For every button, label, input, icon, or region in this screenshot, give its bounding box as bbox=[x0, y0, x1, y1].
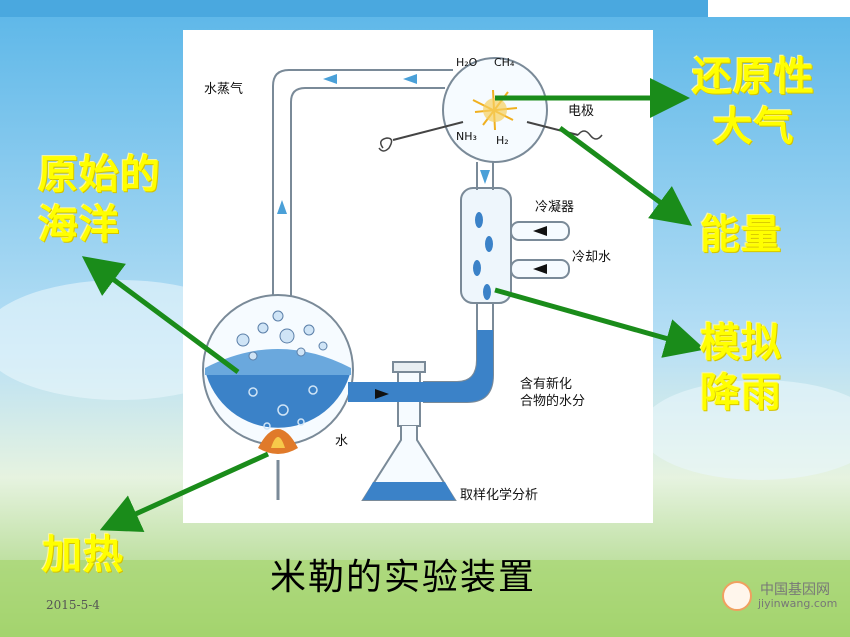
watermark: 中国基因网 jiyinwang.com bbox=[722, 579, 842, 613]
electrode-label: 电极 bbox=[568, 104, 595, 119]
watermark-url: jiyinwang.com bbox=[758, 597, 838, 610]
cooling-water-label: 冷却水 bbox=[572, 250, 612, 265]
label-rain: 模拟 降雨 bbox=[700, 320, 782, 416]
compound-water-label: 含有新化 合物的水分 bbox=[520, 377, 586, 409]
label-energy: 能量 bbox=[700, 212, 782, 258]
gas-nh3: NH₃ bbox=[456, 130, 477, 143]
dna-logo-icon bbox=[722, 581, 752, 611]
water-label: 水 bbox=[335, 434, 349, 449]
sampling-label: 取样化学分析 bbox=[460, 488, 539, 503]
condenser-label: 冷凝器 bbox=[535, 200, 575, 215]
page-title: 米勒的实验装置 bbox=[270, 557, 537, 598]
label-heat: 加热 bbox=[42, 532, 124, 578]
gas-ch4: CH₄ bbox=[494, 56, 515, 69]
date-stamp: 2015-5-4 bbox=[46, 598, 100, 612]
label-ocean: 原始的 海洋 bbox=[38, 152, 161, 248]
gas-h2: H₂ bbox=[496, 134, 509, 147]
gas-h2o: H₂O bbox=[456, 56, 478, 69]
miller-apparatus-diagram bbox=[202, 57, 603, 501]
steam-label: 水蒸气 bbox=[204, 82, 244, 97]
watermark-name: 中国基因网 bbox=[760, 582, 830, 598]
label-atmosphere: 还原性 大气 bbox=[692, 54, 815, 150]
top-right-blank bbox=[708, 0, 850, 17]
top-banner bbox=[0, 0, 708, 17]
